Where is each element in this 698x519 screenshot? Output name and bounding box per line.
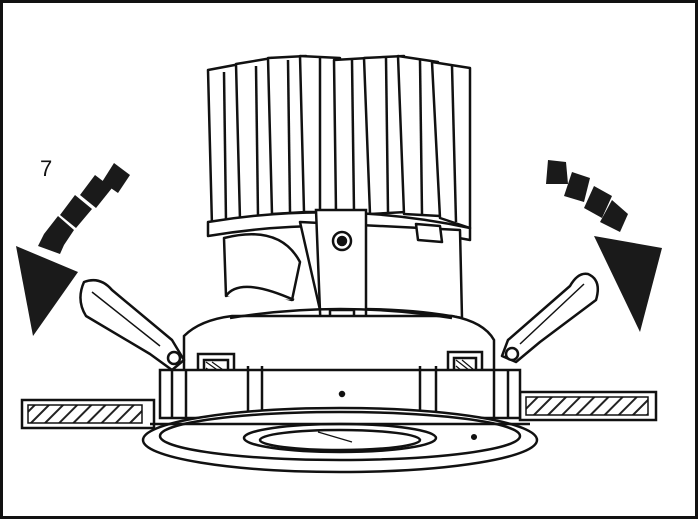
heat-sink — [206, 54, 472, 242]
ceiling-left — [20, 398, 156, 430]
right-spring-clip — [500, 272, 599, 364]
step-number: 7 — [40, 156, 53, 181]
ceiling-right — [518, 390, 658, 422]
right-rotation-arrow — [546, 160, 662, 332]
left-rotation-arrow — [16, 163, 130, 336]
trim-ring — [141, 406, 539, 474]
lower-body — [158, 366, 522, 420]
collar — [182, 307, 496, 374]
left-spring-clip — [79, 279, 186, 372]
